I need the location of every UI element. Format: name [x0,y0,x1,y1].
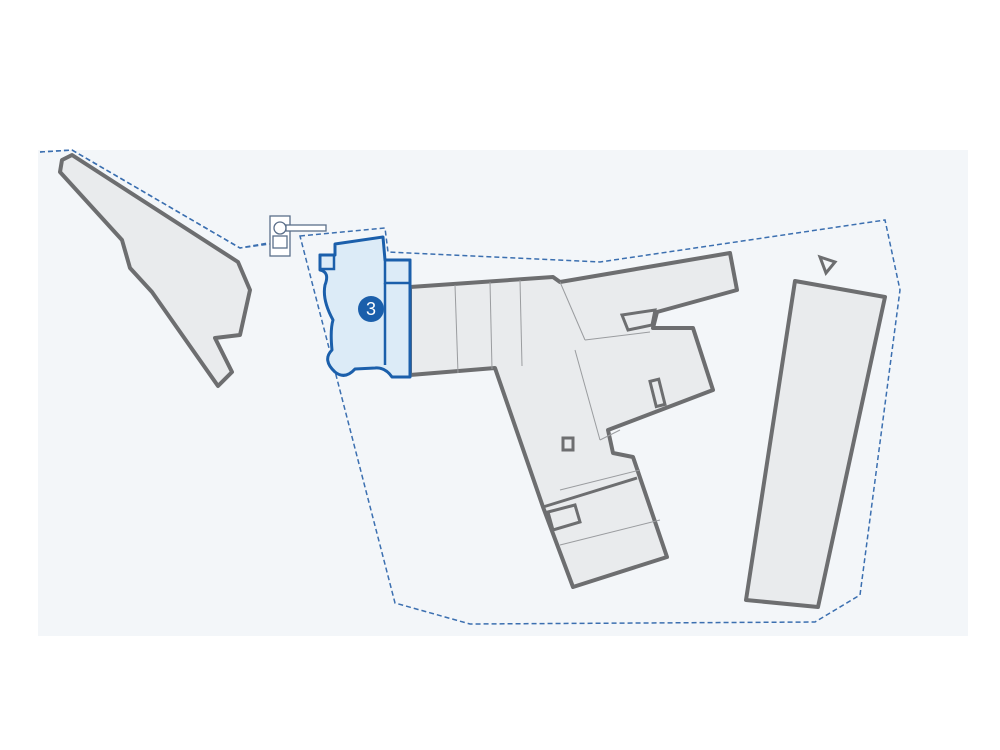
unit-3-interior [318,253,412,365]
building-right [744,279,887,609]
triangle-marker-icon [817,254,838,276]
site-boundary-path [39,149,901,625]
building-main-walls [542,308,667,532]
barrier-gate-icon [269,215,327,257]
building-left [58,153,252,388]
building-main-interior [454,279,661,546]
unit-number-badge[interactable]: 3 [358,296,384,322]
